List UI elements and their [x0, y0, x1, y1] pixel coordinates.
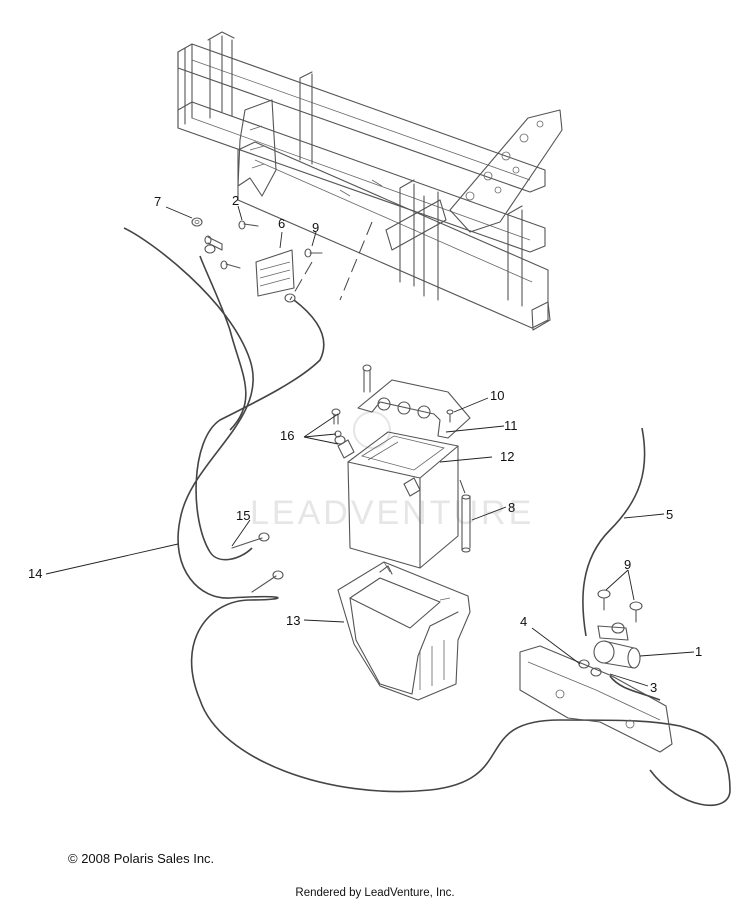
- callouts: 1 2 3 4 5 6 7 8 9 9 10 11 12 13 14 15 16: [28, 193, 702, 695]
- copyright: © 2008 Polaris Sales Inc.: [68, 851, 215, 866]
- vent-tube: [459, 479, 471, 553]
- callout-3: 3: [650, 680, 657, 695]
- cables: [123, 227, 731, 807]
- watermark: LEADVENTURE: [250, 411, 534, 532]
- callout-6: 6: [278, 216, 285, 231]
- callout-12: 12: [500, 449, 514, 464]
- rendered-by: Rendered by LeadVenture, Inc.: [295, 887, 455, 899]
- callout-4: 4: [520, 614, 527, 629]
- callout-10: 10: [490, 388, 504, 403]
- cable-5: [582, 427, 646, 637]
- callout-7: 7: [154, 194, 161, 209]
- callout-13: 13: [286, 613, 300, 628]
- callout-15: 15: [236, 508, 250, 523]
- callout-14: 14: [28, 566, 42, 581]
- frame-assembly: [177, 31, 563, 331]
- callout-1: 1: [695, 644, 702, 659]
- callout-16: 16: [280, 428, 294, 443]
- solenoid-assembly: [519, 589, 673, 753]
- watermark-text: LEADVENTURE: [250, 494, 534, 532]
- holddown-bracket: [357, 364, 471, 439]
- callout-9b: 9: [312, 220, 319, 235]
- callout-2: 2: [232, 193, 239, 208]
- callout-5: 5: [666, 507, 673, 522]
- hardware-upper: [191, 217, 323, 303]
- battery: [331, 408, 459, 569]
- battery-box: [337, 561, 471, 701]
- leader-lines: [45, 205, 695, 687]
- callout-11: 11: [504, 418, 518, 433]
- callout-9: 9: [624, 557, 631, 572]
- callout-8: 8: [508, 500, 515, 515]
- cable-14: [123, 227, 731, 807]
